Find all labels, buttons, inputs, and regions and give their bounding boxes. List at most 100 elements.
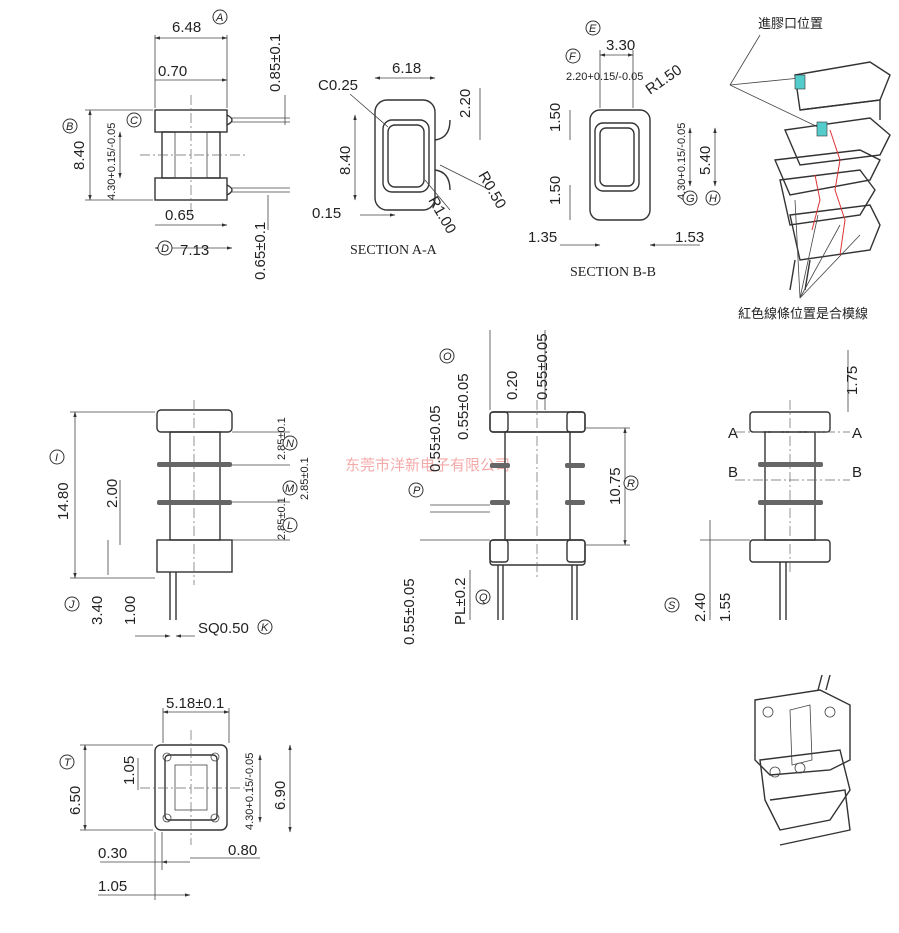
balloon-a: A [212,9,228,25]
dim-aa-r2: R1.00 [425,194,460,237]
balloon-i: I [49,449,65,465]
balloon-q: Q [475,589,491,605]
dim-side-5: 0.55±0.05 [401,578,418,645]
dim-bottom-d1: 0.30 [98,845,127,862]
marker-b-left: B [728,464,738,481]
svg-text:C: C [130,115,138,127]
dim-side-2: 0.55±0.05 [455,373,472,440]
balloon-l: L [282,517,298,533]
watermark: 东莞市洋新电子有限公司 [345,457,510,474]
iso-view: 進膠口位置 紅色線條位置是合模線 [729,17,891,322]
dim-bottom-outer: 6.90 [272,781,289,810]
section-aa: 6.18 C0.25 2.20 8.40 R0.50 R1.00 0.15 SE… [312,60,509,258]
dim-pitch-2: 2.85±0.1 [299,457,311,500]
dim-bottom-width: 5.18±0.1 [166,695,224,712]
dim-right-pin2: 1.55 [717,593,734,622]
svg-text:E: E [589,23,597,35]
svg-text:N: N [286,438,294,450]
svg-text:T: T [64,757,72,769]
balloon-s: S [664,597,680,613]
dim-bb-lower: 1.50 [547,176,564,205]
svg-text:K: K [261,622,269,634]
right-view: A A B B 1.75 2.40 1.55 S [664,350,862,622]
dim-aa-width: 6.18 [392,60,421,77]
dim-stand: 1.00 [122,596,139,625]
dim-bb-height: 5.40 [697,146,714,175]
front-view: 14.80 2.00 3.40 1.00 SQ0.50 2.85±0.1 2.8… [49,400,311,638]
dim-bb-right: 1.53 [675,229,704,246]
dim-aa-right: 2.20 [457,89,474,118]
balloon-h: H [705,190,721,206]
dim-lower: 0.65 [165,207,194,224]
balloon-o: O [439,348,455,364]
dim-aa-r1: R0.50 [475,169,510,212]
marker-b-right: B [852,464,862,481]
balloon-p: P [408,482,424,498]
balloon-d: D [157,240,173,256]
svg-text:R: R [627,478,635,490]
balloon-r: R [623,475,639,491]
bottom-view: 5.18±0.1 6.50 1.05 4.30+0.15/-0.05 6.90 … [59,695,292,900]
svg-text:Q: Q [479,592,488,604]
balloon-m: M [282,480,298,496]
side-view: 0.55±0.05 0.55±0.05 0.20 0.55±0.05 10.75… [401,330,639,645]
parting-note: 紅色線條位置是合模線 [738,306,868,322]
marker-a-left: A [728,425,738,442]
svg-text:H: H [709,193,717,205]
dim-bb-top: 3.30 [606,37,635,54]
balloon-k: K [257,619,273,635]
dim-side-pl: PL±0.2 [452,578,469,625]
balloon-e: E [585,20,601,36]
section-bb: 3.30 2.20+0.15/-0.05 R1.50 1.50 1.50 4.3… [528,20,721,280]
top-view: 6.48 0.70 0.85±0.1 8.40 4.30+0.15/-0.05 … [62,9,290,280]
dim-pin-sq: SQ0.50 [198,620,249,637]
dim-left-offset: 0.70 [158,63,187,80]
dim-width-top: 6.48 [172,19,201,36]
dim-side-span: 10.75 [607,467,624,505]
balloon-n: N [282,435,298,451]
dim-bottom-d2: 0.80 [228,842,257,859]
balloon-g: G [682,190,698,206]
dim-bb-depth: 4.30+0.15/-0.05 [676,123,688,200]
section-aa-title: SECTION A-A [350,243,438,258]
gate-marker-mid [816,121,828,137]
dim-bottom-height: 6.50 [67,786,84,815]
svg-text:J: J [68,599,75,611]
svg-text:I: I [55,452,58,464]
dim-aa-height: 8.40 [337,146,354,175]
svg-text:F: F [569,51,577,63]
dim-pin-len: 3.40 [89,596,106,625]
svg-text:O: O [443,351,452,363]
balloon-c: C [126,112,142,128]
dim-bottom-d3: 1.05 [98,878,127,895]
balloon-t: T [59,754,75,770]
dim-pin-bottom: 0.65±0.1 [252,222,269,280]
section-bb-title: SECTION B-B [570,265,656,280]
dim-side-3: 0.20 [504,371,521,400]
balloon-j: J [64,596,80,612]
dim-aa-wall: 0.15 [312,205,341,222]
dim-bottom-inner: 4.30+0.15/-0.05 [244,753,256,830]
dim-pin-top: 0.85±0.1 [267,34,284,92]
dim-side-1: 0.55±0.05 [427,405,444,472]
svg-text:M: M [285,483,295,495]
dim-bb-upper: 1.50 [547,103,564,132]
dim-total: 14.80 [55,482,72,520]
svg-text:B: B [66,121,73,133]
svg-text:P: P [413,485,421,497]
svg-text:S: S [668,600,676,612]
dim-flange: 2.00 [104,479,121,508]
svg-text:G: G [686,193,695,205]
marker-a-right: A [852,425,862,442]
gate-label: 進膠口位置 [758,17,823,32]
balloon-b: B [62,118,78,134]
dim-inner: 4.30+0.15/-0.05 [106,123,118,200]
dim-bb-inner: 2.20+0.15/-0.05 [566,71,643,83]
dim-right-pin1: 2.40 [692,593,709,622]
dim-side-4: 0.55±0.05 [534,333,551,400]
dim-aa-chamfer: C0.25 [318,77,358,94]
dim-bb-radius: R1.50 [643,61,686,98]
svg-text:L: L [287,520,293,532]
dim-height: 8.40 [71,141,88,170]
